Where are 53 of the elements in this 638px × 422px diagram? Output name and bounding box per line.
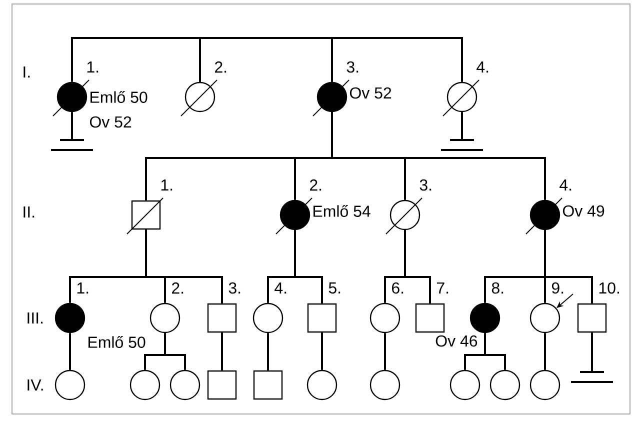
female-symbol xyxy=(370,370,400,400)
generation-numeral: II. xyxy=(24,206,34,218)
pedigree-line xyxy=(544,230,593,304)
pedigree-line xyxy=(331,37,463,82)
individual-number: 6. xyxy=(392,282,404,294)
individual-number: 10. xyxy=(599,282,619,294)
female-symbol xyxy=(490,370,520,400)
individual-number: 7. xyxy=(437,282,448,294)
individual-number: 4. xyxy=(476,61,488,72)
pedigree-line xyxy=(484,333,506,370)
age-annotation: Emlő 50 xyxy=(90,91,148,103)
pedigree-line xyxy=(71,37,201,82)
female-symbol xyxy=(450,370,480,400)
pedigree-line xyxy=(331,112,546,200)
individual-number: 2. xyxy=(172,282,184,294)
age-annotation: Ov 52 xyxy=(90,116,132,128)
pedigree-line xyxy=(221,332,223,370)
female-symbol xyxy=(170,370,200,400)
age-annotation: Emlő 50 xyxy=(88,336,146,348)
pedigree-line xyxy=(164,333,186,370)
pedigree-line xyxy=(145,230,223,304)
individual-number: 5. xyxy=(328,282,340,294)
pedigree-line xyxy=(404,230,431,304)
individual-number: 2. xyxy=(215,61,226,73)
age-annotation: Emlő 54 xyxy=(314,205,370,217)
generation-numeral: I. xyxy=(24,66,30,78)
male-symbol xyxy=(207,370,237,400)
individual-number: 3. xyxy=(228,282,240,294)
individual-number: 1. xyxy=(87,61,98,72)
age-annotation: Ov 52 xyxy=(350,87,392,99)
pedigree-line xyxy=(544,333,546,370)
female-symbol xyxy=(306,370,338,400)
female-symbol xyxy=(530,370,560,400)
individual-number: 8. xyxy=(492,282,504,294)
pedigree-line xyxy=(69,333,71,370)
pedigree-line xyxy=(294,230,323,304)
female-symbol xyxy=(130,370,160,400)
individual-number: 9. xyxy=(552,282,564,294)
pedigree-line xyxy=(384,333,386,370)
female-symbol xyxy=(54,370,86,400)
age-annotation: Ov 46 xyxy=(436,335,478,347)
individual-number: 1. xyxy=(77,282,88,294)
male-symbol xyxy=(253,370,283,400)
individual-number: 2. xyxy=(310,179,322,191)
individual-number: 4. xyxy=(274,282,286,294)
individual-number: 3. xyxy=(420,179,432,191)
individual-number: 1. xyxy=(161,179,172,190)
individual-number: 3. xyxy=(346,61,358,73)
pedigree-line xyxy=(199,37,333,82)
individual-number: 4. xyxy=(560,179,572,190)
pedigree-line xyxy=(267,333,269,370)
pedigree-line xyxy=(321,332,323,370)
age-annotation: Ov 49 xyxy=(562,205,604,217)
